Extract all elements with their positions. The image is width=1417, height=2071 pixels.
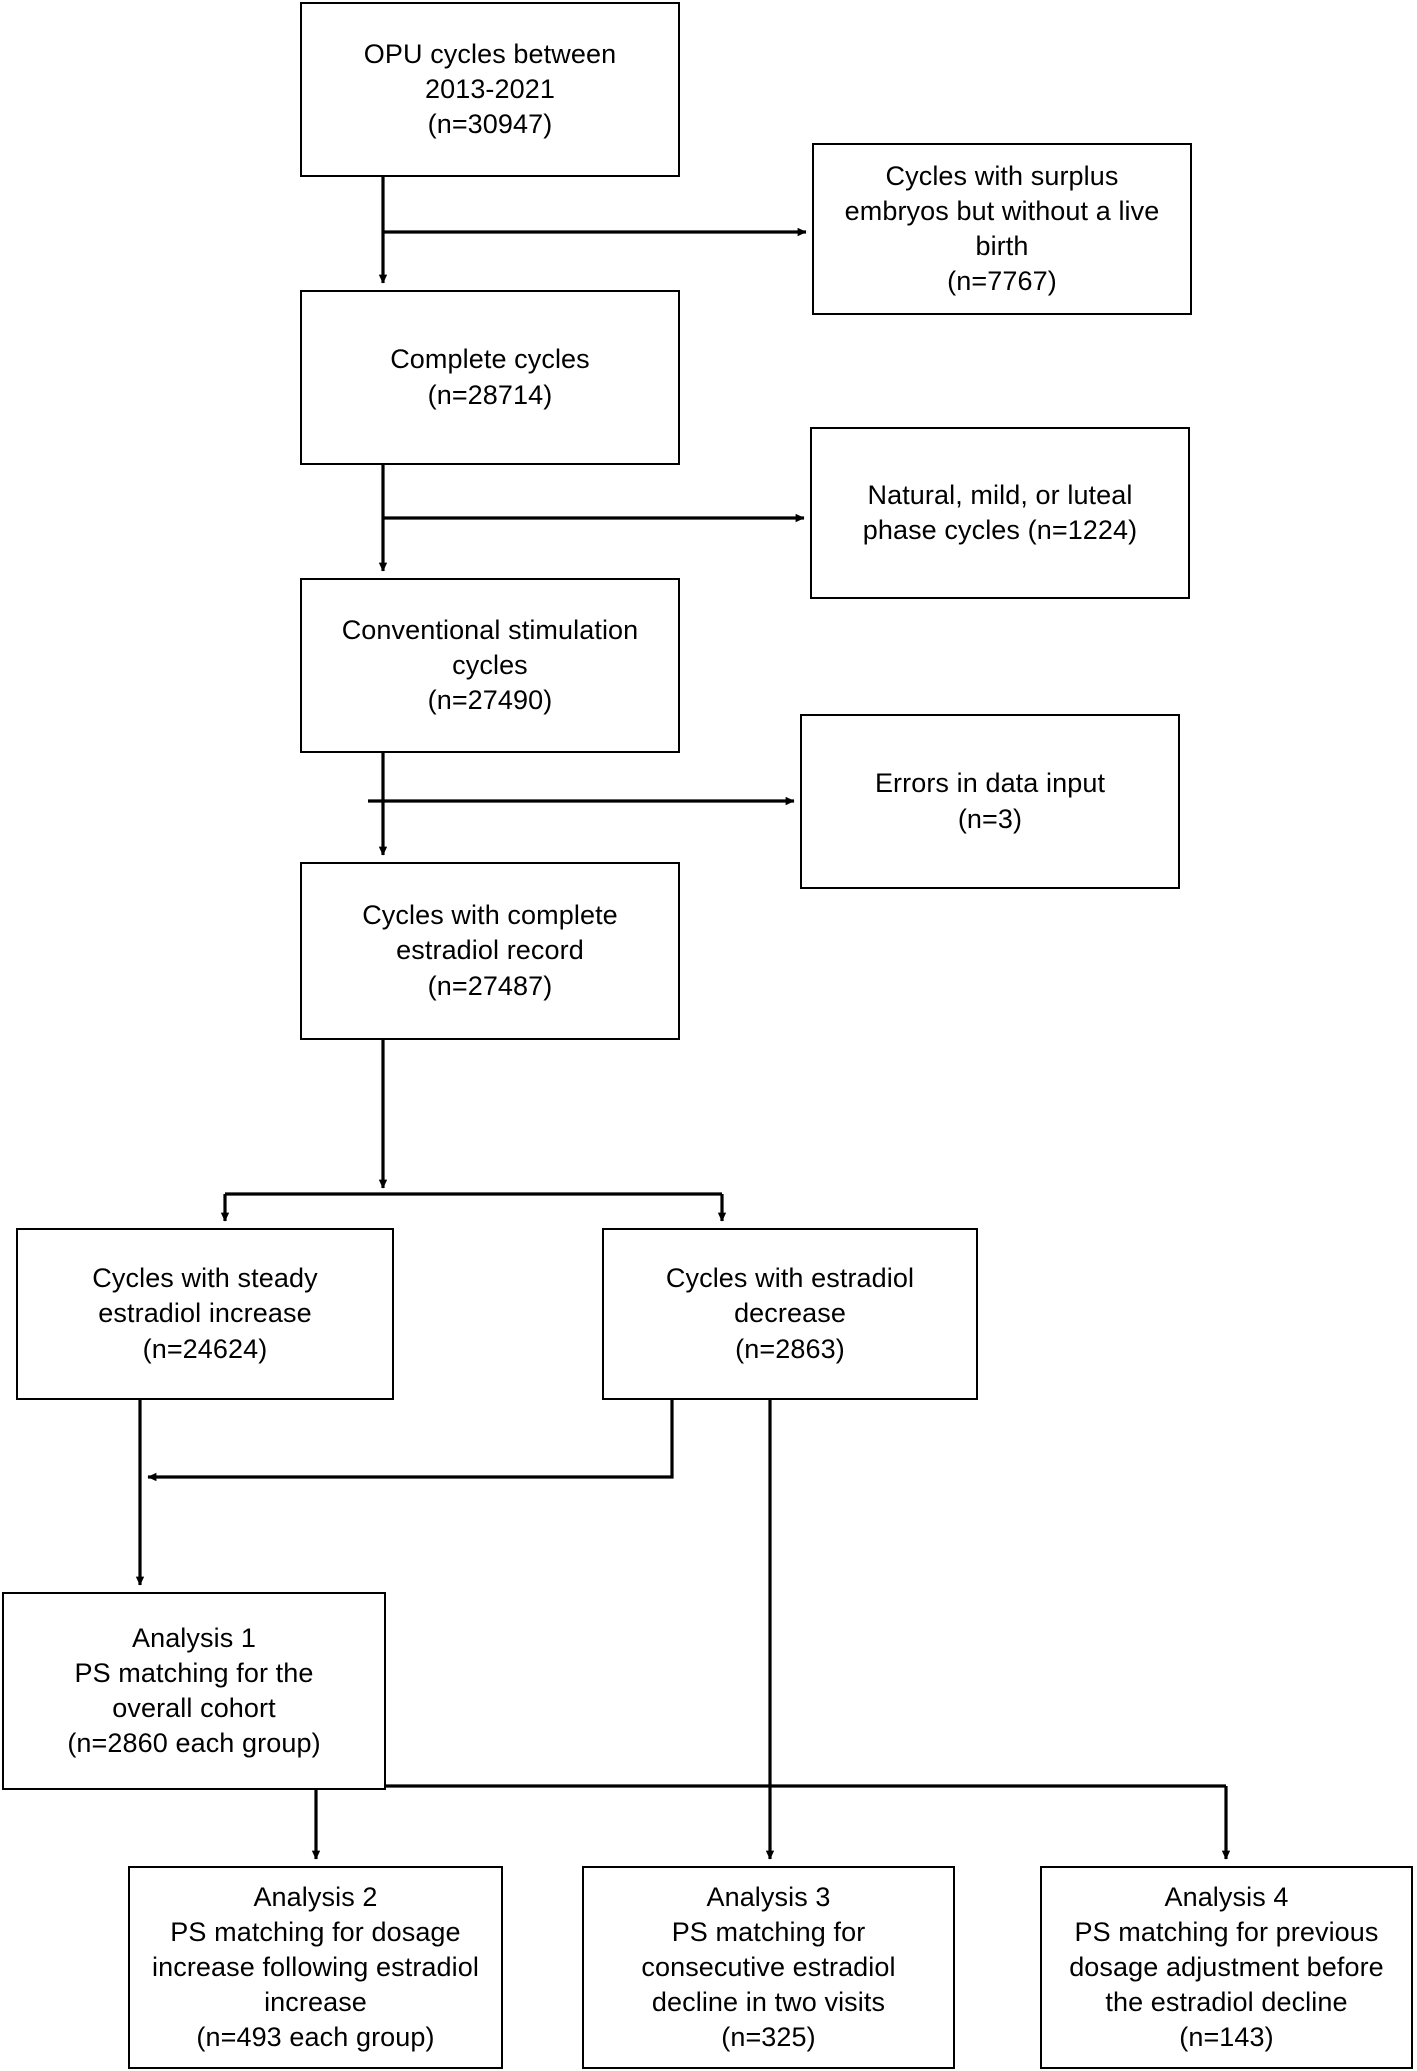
node-conventional-stimulation-label: Conventional stimulation cycles (n=27490… <box>341 614 639 716</box>
node-errors-data-input: Errors in data input (n=3) <box>800 714 1180 889</box>
node-opu-cycles-label: OPU cycles between 2013-2021 (n=30947) <box>363 38 617 140</box>
node-surplus-embryos: Cycles with surplus embryos but without … <box>812 143 1192 315</box>
node-analysis-4: Analysis 4 PS matching for previous dosa… <box>1040 1866 1413 2069</box>
node-complete-estradiol-record-label: Cycles with complete estradiol record (n… <box>362 900 618 1001</box>
node-natural-mild-luteal: Natural, mild, or luteal phase cycles (n… <box>810 427 1190 599</box>
node-estradiol-decrease: Cycles with estradiol decrease (n=2863) <box>602 1228 978 1400</box>
node-opu-cycles: OPU cycles between 2013-2021 (n=30947) <box>300 2 680 177</box>
node-surplus-embryos-label: Cycles with surplus embryos but without … <box>844 160 1160 297</box>
node-steady-increase-label: Cycles with steady estradiol increase (n… <box>92 1263 318 1364</box>
node-natural-mild-luteal-label: Natural, mild, or luteal phase cycles (n… <box>862 479 1138 545</box>
node-conventional-stimulation: Conventional stimulation cycles (n=27490… <box>300 578 680 753</box>
node-analysis-3-label: Analysis 3 PS matching for consecutive e… <box>641 1881 896 2053</box>
node-complete-cycles: Complete cycles (n=28714) <box>300 290 680 465</box>
node-analysis-1-label: Analysis 1 PS matching for the overall c… <box>67 1622 321 1759</box>
node-estradiol-decrease-label: Cycles with estradiol decrease (n=2863) <box>665 1263 915 1364</box>
node-errors-data-input-label: Errors in data input (n=3) <box>874 768 1106 834</box>
node-steady-increase: Cycles with steady estradiol increase (n… <box>16 1228 394 1400</box>
node-analysis-1: Analysis 1 PS matching for the overall c… <box>2 1592 386 1790</box>
node-complete-estradiol-record: Cycles with complete estradiol record (n… <box>300 862 680 1040</box>
node-complete-cycles-label: Complete cycles (n=28714) <box>390 344 590 410</box>
node-analysis-2: Analysis 2 PS matching for dosage increa… <box>128 1866 503 2069</box>
edge-estradiol-decrease-to-analysis1 <box>147 1400 674 1482</box>
node-analysis-3: Analysis 3 PS matching for consecutive e… <box>582 1866 955 2069</box>
node-analysis-4-label: Analysis 4 PS matching for previous dosa… <box>1069 1881 1384 2053</box>
node-analysis-2-label: Analysis 2 PS matching for dosage increa… <box>152 1881 479 2053</box>
